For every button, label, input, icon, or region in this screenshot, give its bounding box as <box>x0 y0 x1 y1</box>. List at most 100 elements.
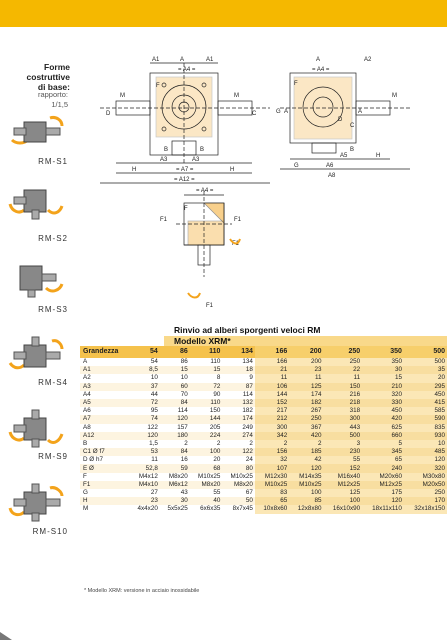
header-cell-size: 350 <box>362 346 404 358</box>
dim-a8: A8 <box>328 173 336 179</box>
dim-m-side: M <box>392 93 397 99</box>
table-cell: 3 <box>323 439 363 449</box>
bottom-view-drawing <box>176 191 232 277</box>
table-cell: 125 <box>323 489 363 498</box>
table-cell: 23 <box>129 497 160 506</box>
table-cell: 8,5 <box>129 366 160 375</box>
dim-a3-right: A3 <box>192 157 200 163</box>
table-cell: 224 <box>189 431 223 440</box>
table-cell: 24 <box>245 456 253 464</box>
table-cell: 625 <box>362 423 404 432</box>
table-cell: 450 <box>362 407 404 416</box>
table-cell: 10 <box>180 374 188 382</box>
table-cell: 150 <box>323 382 363 391</box>
table-cell: M20x60 <box>362 472 404 481</box>
dim-b-right: B <box>200 147 204 153</box>
table-cell: 35 <box>403 366 447 375</box>
table-cell: 350 <box>362 358 404 367</box>
row-label-cell: D Ø h7 <box>83 456 103 464</box>
dim-m-right: M <box>234 93 239 99</box>
dim-g-bottom: G <box>294 163 299 169</box>
table-cell: 43 <box>180 489 188 497</box>
table-cell: 6x6x35 <box>200 505 221 513</box>
table-cell: 585 <box>403 407 447 416</box>
table-cell: M12x30 <box>254 472 290 481</box>
dim-f1-left: F1 <box>160 217 168 223</box>
row-label-cell: E Ø <box>80 464 130 473</box>
table-cell: 2 <box>289 439 324 449</box>
table-cell: M4x12 <box>138 472 158 480</box>
dim-a5: A5 <box>340 153 348 159</box>
dim-a-vert-right: A <box>358 109 362 115</box>
table-cell: 174 <box>222 415 255 424</box>
model-bar <box>164 336 447 346</box>
table-cell: 55 <box>323 456 363 465</box>
table-cell: 44 <box>150 390 158 398</box>
dim-a-side: A <box>316 57 320 63</box>
table-cell: 1,5 <box>149 439 158 447</box>
table-cell: 300 <box>323 415 363 424</box>
footnote: * Modello XRM: versione in acciaio inoss… <box>84 588 200 594</box>
table-cell: 65 <box>254 497 290 506</box>
table-cell: 250 <box>323 358 363 367</box>
dim-a-vert: A <box>284 109 288 115</box>
dim-f-side: F <box>294 81 298 87</box>
rm-s10-thumbnail <box>8 483 64 522</box>
dim-f-bottom: F <box>184 206 188 212</box>
table-cell: 500 <box>403 358 447 367</box>
dim-h-side: H <box>376 153 380 159</box>
table-cell: 106 <box>254 382 290 391</box>
header-cell-size: 86 <box>159 346 190 358</box>
header-cell-size: 110 <box>189 346 223 358</box>
dim-a7: = A7 = <box>176 167 194 173</box>
table-cell: 11 <box>323 374 363 383</box>
table-cell: M30x80 <box>403 472 447 481</box>
table-cell: 180 <box>159 431 190 440</box>
header-cell-size: 250 <box>323 346 363 358</box>
dim-f: F <box>156 83 160 89</box>
table-cell: M16x40 <box>323 472 363 481</box>
table-cell: 230 <box>323 448 363 457</box>
table-cell: 2 <box>216 439 221 447</box>
table-cell: 295 <box>403 382 447 391</box>
row-label-cell: A2 <box>83 374 91 382</box>
table-cell: 144 <box>189 415 223 424</box>
table-cell: 485 <box>403 448 447 457</box>
table-cell: 185 <box>289 448 324 457</box>
table-cell: 120 <box>289 464 324 473</box>
table-cell: 15 <box>159 366 190 375</box>
table-cell: 84 <box>159 398 190 408</box>
header-cell-size: 500 <box>403 346 447 358</box>
header-cell-size: 200 <box>289 346 324 358</box>
table-cell: 85 <box>289 497 324 506</box>
dim-a4-side: = A4 = <box>312 67 330 73</box>
table-cell: M14x35 <box>289 472 324 481</box>
table-cell: 87 <box>222 382 255 391</box>
table-cell: 590 <box>403 415 447 424</box>
dim-b-side: B <box>350 147 354 153</box>
row-label-cell: F <box>83 472 87 480</box>
table-cell: 122 <box>222 448 255 457</box>
table-cell: M6x12 <box>159 480 190 489</box>
table-cell: 15 <box>362 374 404 383</box>
header-cell-size: 134 <box>222 346 255 358</box>
table-cell: 166 <box>254 358 290 367</box>
row-label-cell: A6 <box>83 407 91 415</box>
rm-s3-thumbnail <box>19 265 64 298</box>
table-cell: 100 <box>189 448 223 457</box>
table-cell: M10x25 <box>289 480 324 489</box>
dim-a: A <box>180 57 184 63</box>
table-cell: 55 <box>213 489 221 497</box>
table-cell: 74 <box>129 415 160 424</box>
table-cell: 15 <box>189 366 223 375</box>
table-cell: 110 <box>210 358 221 366</box>
